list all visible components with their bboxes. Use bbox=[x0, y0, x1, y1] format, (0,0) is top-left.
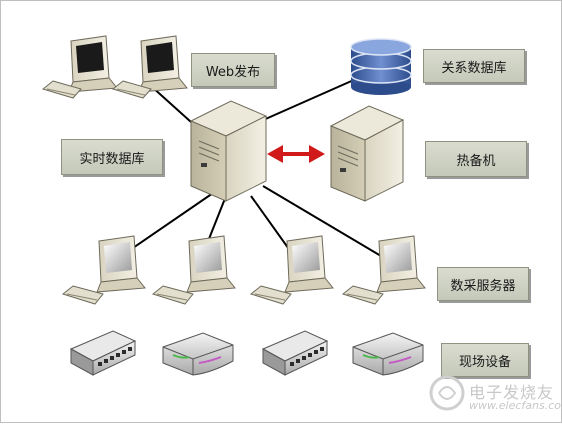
label-relational-db: 关系数据库 bbox=[423, 49, 525, 83]
workstation-icon bbox=[111, 35, 188, 99]
bidirectional-arrow-icon bbox=[267, 145, 325, 163]
label-web-publish: Web发布 bbox=[191, 53, 275, 87]
router-icon bbox=[162, 332, 234, 376]
line-server-to-db bbox=[260, 78, 357, 122]
label-hot-standby: 热备机 bbox=[425, 141, 527, 177]
label-data-server: 数采服务器 bbox=[437, 267, 529, 301]
server-icon bbox=[189, 100, 268, 202]
label-realtime-db: 实时数据库 bbox=[61, 139, 163, 175]
server-icon bbox=[329, 105, 405, 202]
router-icon bbox=[352, 332, 424, 376]
database-icon bbox=[350, 38, 412, 95]
label-field-devices: 现场设备 bbox=[441, 343, 529, 377]
workstation-icon bbox=[249, 235, 334, 305]
workstation-icon bbox=[41, 35, 118, 99]
workstation-icon bbox=[61, 235, 146, 305]
workstation-icon bbox=[341, 235, 426, 305]
watermark-url: www.elecfans.com bbox=[469, 399, 562, 412]
watermark-text: 电子发烧友 bbox=[469, 383, 555, 402]
hub-icon bbox=[261, 330, 329, 376]
hub-icon bbox=[69, 330, 137, 376]
line-server-to-pc4 bbox=[262, 185, 382, 257]
watermark-logo-icon bbox=[429, 375, 465, 411]
connection-lines bbox=[110, 78, 382, 264]
workstation-icon bbox=[151, 235, 236, 305]
